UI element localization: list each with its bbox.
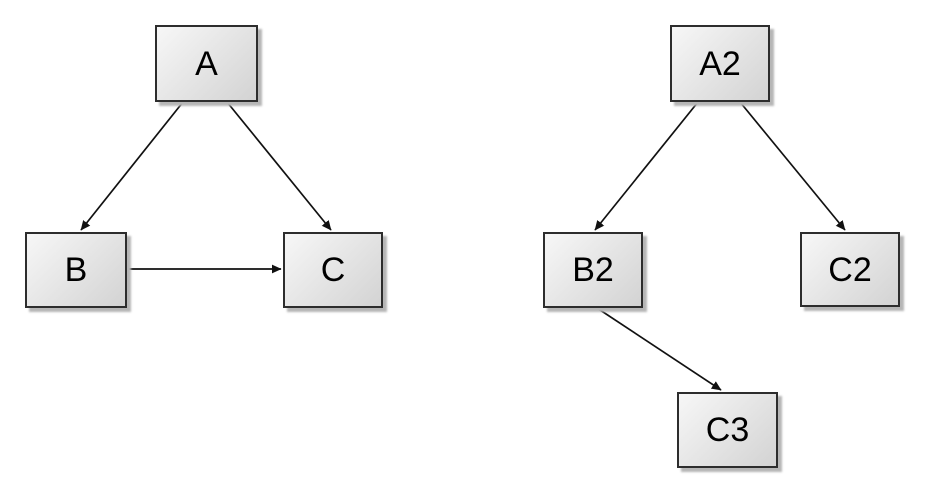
node-C3[interactable]: C3 — [677, 392, 778, 468]
edge-A-C — [226, 101, 332, 231]
node-B[interactable]: B — [25, 232, 127, 308]
node-label-B: B — [64, 251, 88, 289]
node-A2[interactable]: A2 — [670, 25, 770, 102]
node-label-C3: C3 — [705, 411, 750, 449]
edge-A2-B2 — [594, 101, 699, 231]
node-C2[interactable]: C2 — [800, 232, 900, 307]
node-A[interactable]: A — [155, 25, 258, 102]
node-label-C: C — [320, 251, 346, 289]
node-label-A: A — [195, 44, 218, 83]
node-C[interactable]: C — [283, 232, 383, 308]
edge-A2-C2 — [739, 101, 846, 231]
node-B2[interactable]: B2 — [543, 232, 643, 308]
node-label-A2: A2 — [699, 44, 741, 83]
node-label-C2: C2 — [828, 250, 872, 289]
edge-B2-C3 — [596, 307, 722, 391]
node-label-B2: B2 — [572, 251, 614, 289]
edge-A-B — [80, 101, 184, 231]
